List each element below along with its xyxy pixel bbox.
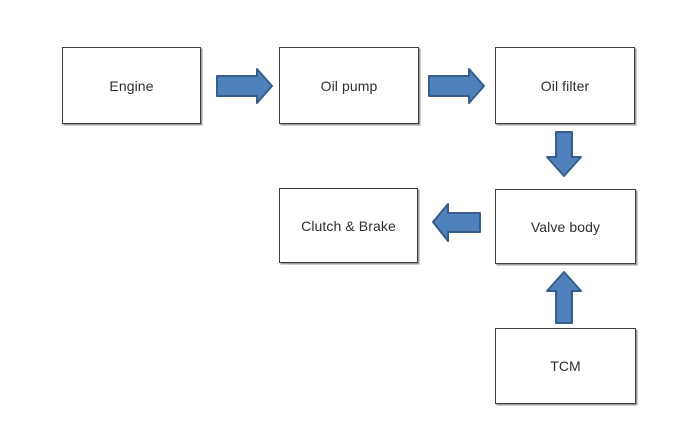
node-tcm-label: TCM (550, 358, 581, 374)
node-oil-filter: Oil filter (495, 47, 635, 124)
node-oil-pump-label: Oil pump (320, 77, 378, 94)
left-arrow-icon (432, 203, 481, 242)
right-arrow-icon (428, 68, 485, 104)
up-arrow-shape (546, 271, 582, 324)
left-arrow-shape (432, 203, 481, 242)
node-valve-body: Valve body (495, 189, 636, 264)
right-arrow-shape (216, 68, 273, 104)
down-arrow-icon (546, 131, 582, 177)
node-tcm: TCM (495, 328, 636, 404)
node-engine: Engine (62, 47, 201, 124)
down-arrow-shape (546, 131, 582, 177)
node-clutch-brake-label: Clutch & Brake (301, 217, 396, 234)
right-arrow-shape (428, 68, 485, 104)
node-oil-filter-label: Oil filter (540, 77, 590, 94)
node-clutch-brake: Clutch & Brake (279, 188, 418, 263)
node-oil-pump: Oil pump (279, 47, 419, 124)
up-arrow-icon (546, 271, 582, 324)
right-arrow-icon (216, 68, 273, 104)
node-valve-body-label: Valve body (530, 218, 601, 235)
node-engine-label: Engine (109, 77, 154, 94)
